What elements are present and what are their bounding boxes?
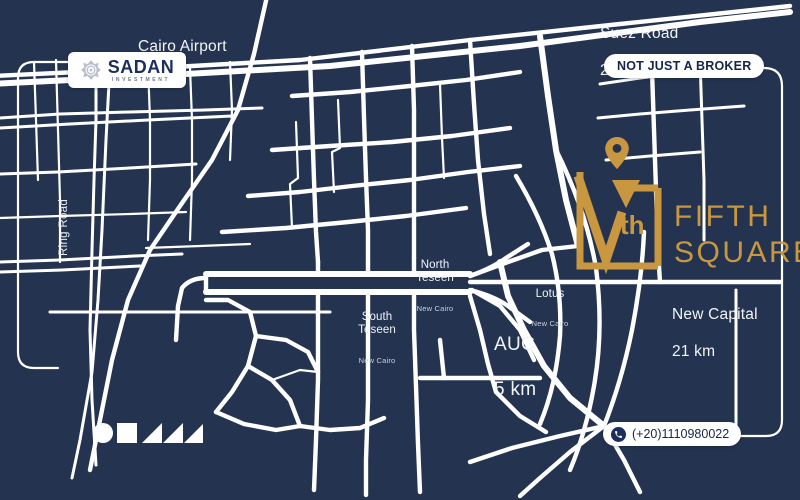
phone-badge[interactable]: (+20)1110980022 (603, 422, 742, 446)
not-just-a-broker-badge[interactable]: NOT JUST A BROKER (604, 54, 765, 78)
label-ring-road: Ring Road (58, 198, 70, 256)
road-se-up (601, 229, 647, 429)
road-lotus-fan1 (467, 243, 581, 279)
sadan-wordmark: SADAN (107, 56, 175, 77)
road-south-poly-in1 (253, 333, 321, 375)
road-se-down2 (517, 423, 607, 499)
road-upper-h1b (0, 114, 234, 130)
road-upper-h1 (0, 106, 264, 120)
sadan-tagline: INVESTMENT (111, 76, 171, 83)
road-left-v2 (54, 58, 62, 264)
road-upper-h3b (0, 264, 142, 274)
road-left-v1 (32, 60, 40, 182)
road-central-v3 (409, 43, 417, 261)
location-pin-icon[interactable] (604, 136, 630, 170)
road-right-h1 (596, 104, 746, 120)
road-central-jog2 (288, 120, 300, 230)
deco-triangle-1-icon (142, 423, 162, 443)
phone-number: (+20)1110980022 (632, 427, 730, 441)
road-central-h2 (269, 125, 513, 153)
road-lotus-arc-outer (513, 173, 563, 427)
road-central-v2 (359, 49, 371, 265)
road-central-v5-main (537, 33, 581, 249)
road-frame-topright (688, 66, 784, 88)
road-auc-link (437, 337, 447, 381)
broker-badge-label: NOT JUST A BROKER (617, 59, 752, 73)
deco-circle-icon (93, 423, 113, 443)
road-south-poly-outer (203, 297, 259, 415)
road-teseen-ramp-left (173, 275, 209, 343)
road-left-v4 (188, 66, 194, 242)
deco-triangle-2-icon (163, 423, 183, 443)
road-south-poly-bottom (213, 409, 303, 433)
road-auc-diag (493, 389, 549, 435)
road-central-jog3 (438, 82, 446, 180)
road-se-main (497, 259, 607, 429)
road-teseen-v1-down (311, 289, 321, 493)
road-south-poly-in3 (270, 368, 320, 382)
road-left-v3 (146, 64, 152, 242)
sadan-logo-badge[interactable]: SADAN INVESTMENT (68, 52, 186, 88)
phone-glyph-icon (615, 430, 622, 438)
road-se-down3 (467, 423, 607, 465)
sadan-flower-mark-icon (80, 60, 101, 80)
deco-triangle-3-icon (184, 424, 203, 443)
deco-square-icon (117, 423, 137, 443)
road-newcapital-v (649, 67, 663, 285)
road-upper-h2 (0, 162, 198, 176)
road-ring-road (70, 62, 112, 480)
road-airport-arterial (87, 0, 269, 473)
road-frame-right (734, 84, 784, 438)
road-lotus-arc-outer2 (553, 147, 602, 473)
road-central-v1 (307, 55, 321, 265)
road-left-h-mid2 (144, 242, 252, 250)
decorative-shapes (93, 423, 203, 443)
road-teseen-v3-down (411, 289, 423, 495)
phone-icon (611, 426, 626, 442)
road-south-poly-in2 (245, 363, 303, 429)
road-central-v4 (467, 37, 493, 257)
road-central-h4 (219, 205, 469, 235)
road-south-poly-bottom2 (297, 415, 387, 433)
road-central-h1 (289, 69, 523, 99)
road-central-jog1 (330, 98, 342, 194)
road-ring-vertical (88, 68, 98, 467)
road-frame-left (16, 76, 60, 370)
road-left-h-mid (0, 210, 188, 220)
road-lotus-fan2 (469, 287, 537, 363)
road-teseen-v2-down (363, 289, 371, 498)
road-newcapital-v2 (698, 58, 706, 242)
road-left-v5 (228, 60, 234, 162)
road-upper-h3 (0, 252, 184, 264)
